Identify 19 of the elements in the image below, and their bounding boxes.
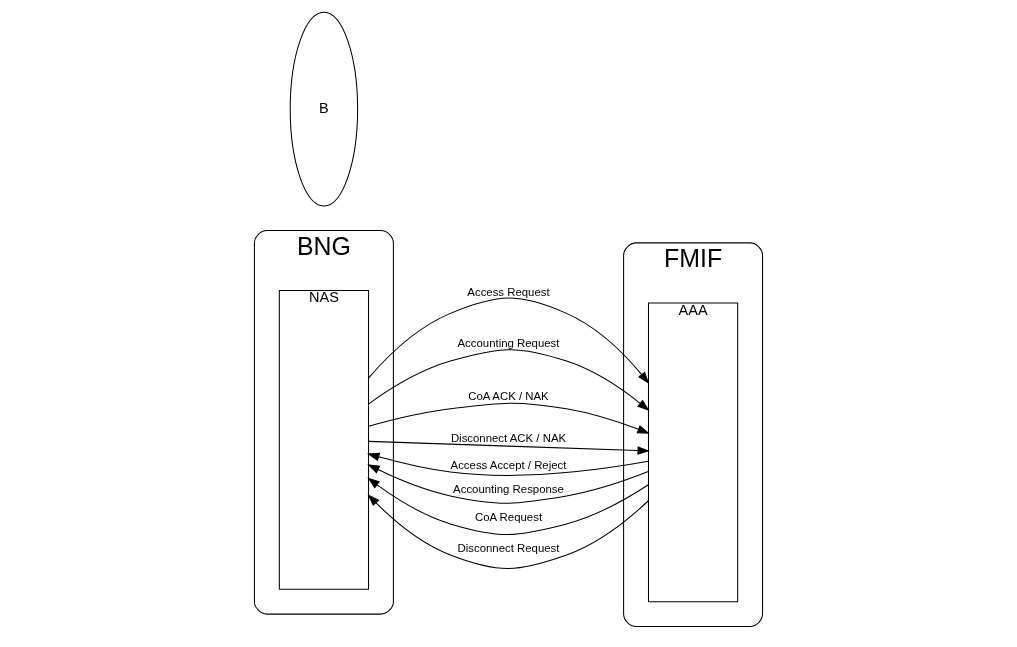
arrow bbox=[367, 494, 649, 570]
arrow bbox=[368, 349, 650, 411]
edge-label: CoA Request bbox=[474, 510, 543, 523]
edge-label: Access Request bbox=[467, 285, 550, 298]
arrow bbox=[367, 452, 649, 476]
arrow bbox=[368, 297, 650, 385]
edge-label: Accounting Response bbox=[453, 482, 564, 495]
edge-label: CoA ACK / NAK bbox=[468, 390, 549, 403]
arrow bbox=[368, 402, 650, 434]
arrow bbox=[368, 440, 650, 455]
node-box: NAS bbox=[278, 290, 370, 590]
arrow bbox=[367, 464, 649, 504]
edge-label: Disconnect ACK / NAK bbox=[450, 431, 567, 444]
edge-label: Accounting Request bbox=[457, 337, 560, 350]
node-box: AAA bbox=[647, 302, 739, 603]
edge-label: Access Accept / Reject bbox=[450, 458, 567, 471]
arrow bbox=[367, 477, 649, 535]
edge-label: Disconnect Request bbox=[457, 541, 560, 554]
node-ellipse: B bbox=[289, 11, 359, 207]
